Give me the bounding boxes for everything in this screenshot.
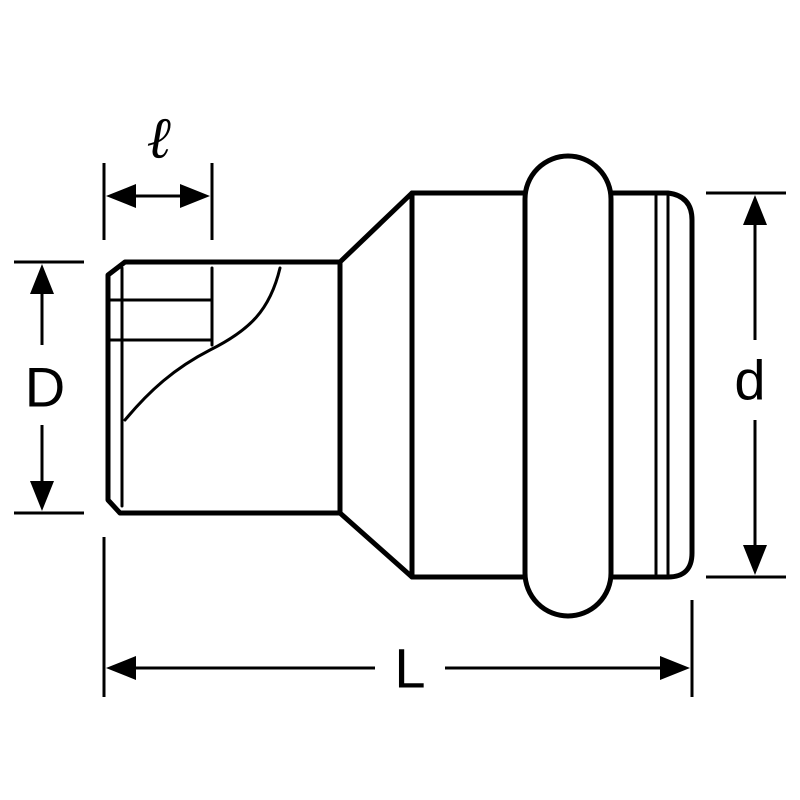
arrowhead-L-left: [106, 656, 136, 680]
part-outline: [105, 153, 695, 619]
dimension-label-overall-length: L: [394, 637, 425, 700]
arrowhead-L-right: [660, 656, 690, 680]
dimension-small-length: ℓ: [102, 106, 214, 240]
ring-band: [522, 153, 614, 619]
dimension-large-diameter: d: [706, 191, 786, 579]
dimension-small-diameter: D: [14, 260, 84, 515]
main-body: [409, 190, 528, 580]
arrowhead-d-bottom: [743, 545, 767, 575]
dimension-label-small-length: ℓ: [148, 106, 173, 171]
dimension-label-small-diameter: D: [25, 356, 65, 419]
arrowhead-l-right: [180, 184, 210, 208]
dimension-label-large-diameter: d: [734, 349, 765, 412]
arrowhead-l-left: [106, 184, 136, 208]
dimension-overall-length: L: [102, 537, 694, 700]
arrowhead-d-top: [743, 195, 767, 225]
tapered-shoulder: [337, 190, 415, 580]
transition-curve: [123, 266, 282, 422]
arrowhead-D-top: [30, 264, 54, 294]
arrowhead-D-bottom: [30, 481, 54, 511]
right-end-body: [608, 190, 695, 580]
